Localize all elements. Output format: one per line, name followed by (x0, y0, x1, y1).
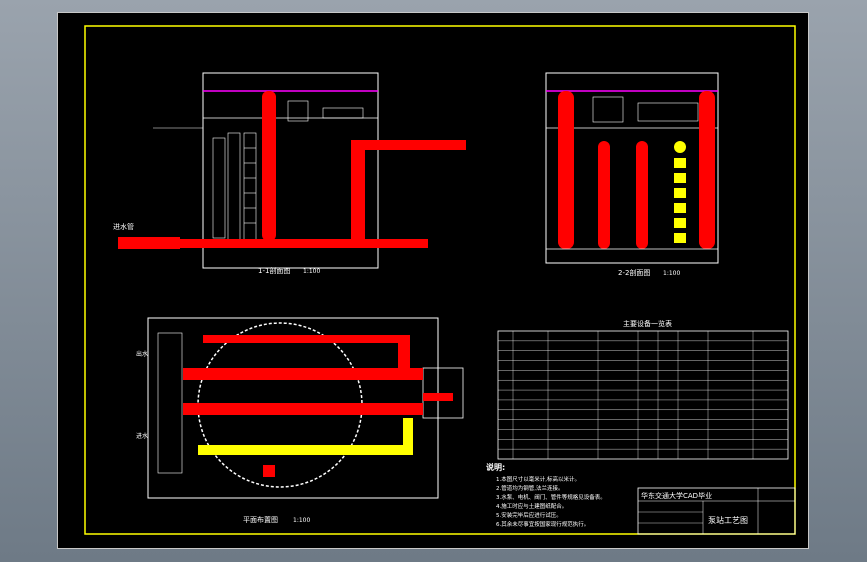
note-1: 1.本图尺寸以毫米计,标高以米计。 (496, 475, 580, 483)
stair-blocks (212, 100, 364, 244)
plan-outline (147, 317, 439, 499)
title-university: 华东交通大学CAD毕业 (641, 491, 712, 500)
section-1-1-title: 1-1剖面图 (258, 266, 290, 275)
title-block: 华东交通大学CAD毕业 泵站工艺图 (637, 487, 796, 535)
notes-block: 说明: 1.本图尺寸以毫米计,标高以米计。 2.管道均为钢管,法兰连接。 3.水… (486, 462, 606, 528)
notes-heading: 说明: (486, 462, 505, 472)
section-1-1-scale: 1:100 (303, 268, 320, 275)
note-6: 6.其余未尽事宜按国家现行规范执行。 (496, 520, 589, 528)
plan-scale: 1:100 (293, 517, 310, 524)
table-grid (498, 331, 788, 459)
drawing-frame (84, 25, 796, 535)
section-1-1-outline (202, 72, 379, 269)
section-2-2-scale: 1:100 (663, 270, 680, 277)
drawing-sheet: 进水管 1-1剖面图 1:100 2-2剖面图 1:100 (57, 12, 809, 549)
plan-title: 平面布置图 (243, 515, 278, 524)
note-4: 4.施工时应与土建图纸配合。 (496, 502, 567, 510)
note-5: 5.安装完毕后应进行试压。 (496, 511, 562, 519)
equipment-table-title: 主要设备一览表 (623, 319, 672, 328)
section-1-1-pipes (118, 91, 466, 249)
plan-yellow-pipes (198, 418, 413, 455)
note-3: 3.水泵、电机、阀门、管件等规格见设备表。 (496, 493, 606, 501)
label-inlet: 进水 (136, 432, 148, 440)
cad-drawing: 进水管 1-1剖面图 1:100 2-2剖面图 1:100 (84, 25, 796, 535)
plan-view: 出水 进水 平面布置图 1:100 (136, 317, 464, 524)
label-outlet: 出水 (136, 350, 148, 358)
section-2-2-outline (545, 72, 719, 264)
equipment-table: 主要设备一览表 (497, 319, 789, 460)
section-2-2-pipes (558, 91, 715, 249)
note-2: 2.管道均为钢管,法兰连接。 (496, 484, 564, 492)
section-2-2-yellow-pipe (674, 141, 686, 243)
section-1-1: 进水管 1-1剖面图 1:100 (113, 72, 466, 275)
section-2-2: 2-2剖面图 1:100 (545, 72, 719, 277)
section-2-2-title: 2-2剖面图 (618, 268, 650, 277)
title-drawing-name: 泵站工艺图 (708, 515, 748, 525)
plan-pipes (183, 335, 453, 477)
label-inlet-pipe: 进水管 (113, 222, 134, 231)
